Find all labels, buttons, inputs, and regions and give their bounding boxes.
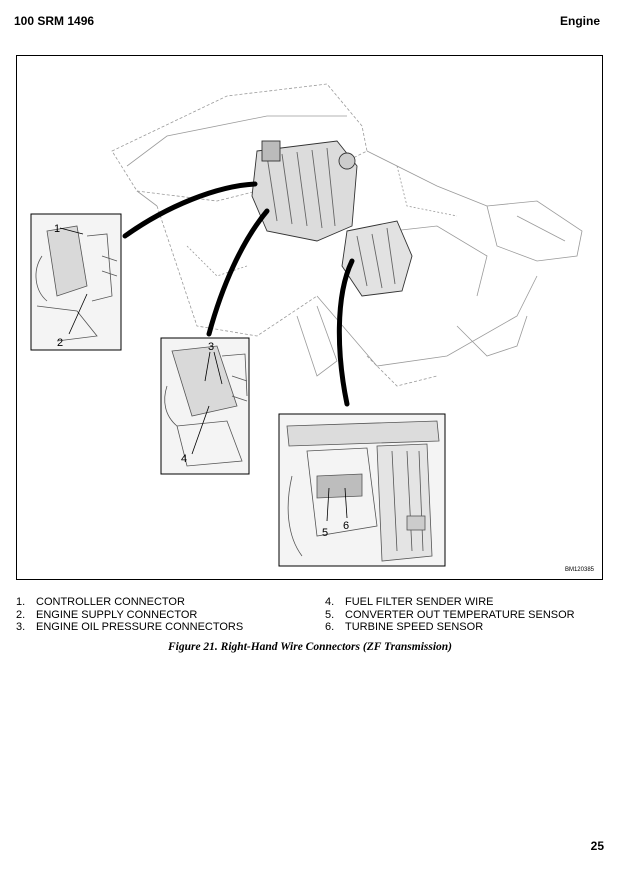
detail-view-transmission-sensors: 5 6: [278, 413, 446, 567]
legend-item: 3.ENGINE OIL PRESSURE CONNECTORS: [16, 621, 244, 633]
legend-item: 4.FUEL FILTER SENDER WIRE: [325, 596, 494, 608]
figure-id-code: BM120385: [564, 567, 594, 573]
callout-3: 3: [208, 341, 214, 353]
callout-5: 5: [322, 527, 328, 539]
document-code: 100 SRM 1496: [14, 14, 95, 28]
page-number: 25: [590, 839, 604, 853]
legend-item: 2.ENGINE SUPPLY CONNECTOR: [16, 608, 198, 621]
machine-illustration: 1 2 3 4: [30, 83, 583, 567]
figure-frame: 1 2 3 4: [16, 55, 603, 580]
legend-right-column: 4.FUEL FILTER SENDER WIRE 5.CONVERTER OU…: [325, 596, 575, 634]
legend-left-column: 1.CONTROLLER CONNECTOR 2.ENGINE SUPPLY C…: [16, 596, 243, 634]
detail-view-oil-pressure: 3 4: [160, 337, 250, 475]
figure-caption: Figure 21. Right-Hand Wire Connectors (Z…: [167, 641, 453, 653]
detail-leader-lines: [122, 181, 355, 407]
transmission-drawing: [341, 220, 413, 297]
callout-4: 4: [181, 453, 187, 465]
callout-1: 1: [54, 223, 60, 235]
callout-6: 6: [343, 520, 349, 532]
engine-block-drawing: [251, 140, 358, 242]
legend-item: 1.CONTROLLER CONNECTOR: [16, 596, 185, 608]
legend-item: 6.TURBINE SPEED SENSOR: [325, 621, 484, 633]
detail-view-controller: 1 2: [30, 213, 122, 351]
callout-2: 2: [57, 337, 63, 349]
section-title: Engine: [559, 14, 600, 28]
legend-item: 5.CONVERTER OUT TEMPERATURE SENSOR: [325, 608, 575, 621]
